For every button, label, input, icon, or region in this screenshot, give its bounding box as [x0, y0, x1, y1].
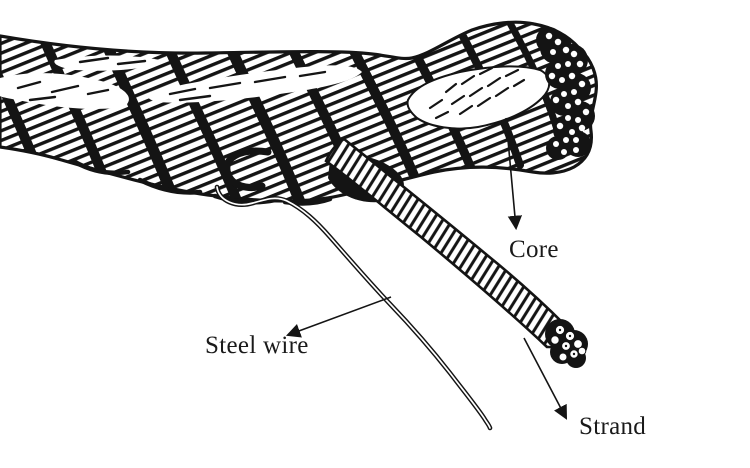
main-rope [0, 20, 598, 206]
strand-label: Strand [579, 413, 647, 440]
core-arrow [505, 117, 523, 231]
strand-end-bundle [545, 319, 588, 368]
core-patch [406, 60, 551, 130]
rope-cut-end-bundles [536, 27, 595, 160]
steel-wire-label: Steel wire [205, 332, 309, 359]
steel-wire [214, 147, 493, 431]
separated-strand [324, 137, 588, 368]
strand-arrow [523, 337, 568, 420]
steel-wire-arrow [285, 296, 392, 338]
steel-wire-root-loop [223, 147, 272, 191]
rope-highlight-band [0, 55, 362, 109]
core-label: Core [509, 236, 559, 263]
